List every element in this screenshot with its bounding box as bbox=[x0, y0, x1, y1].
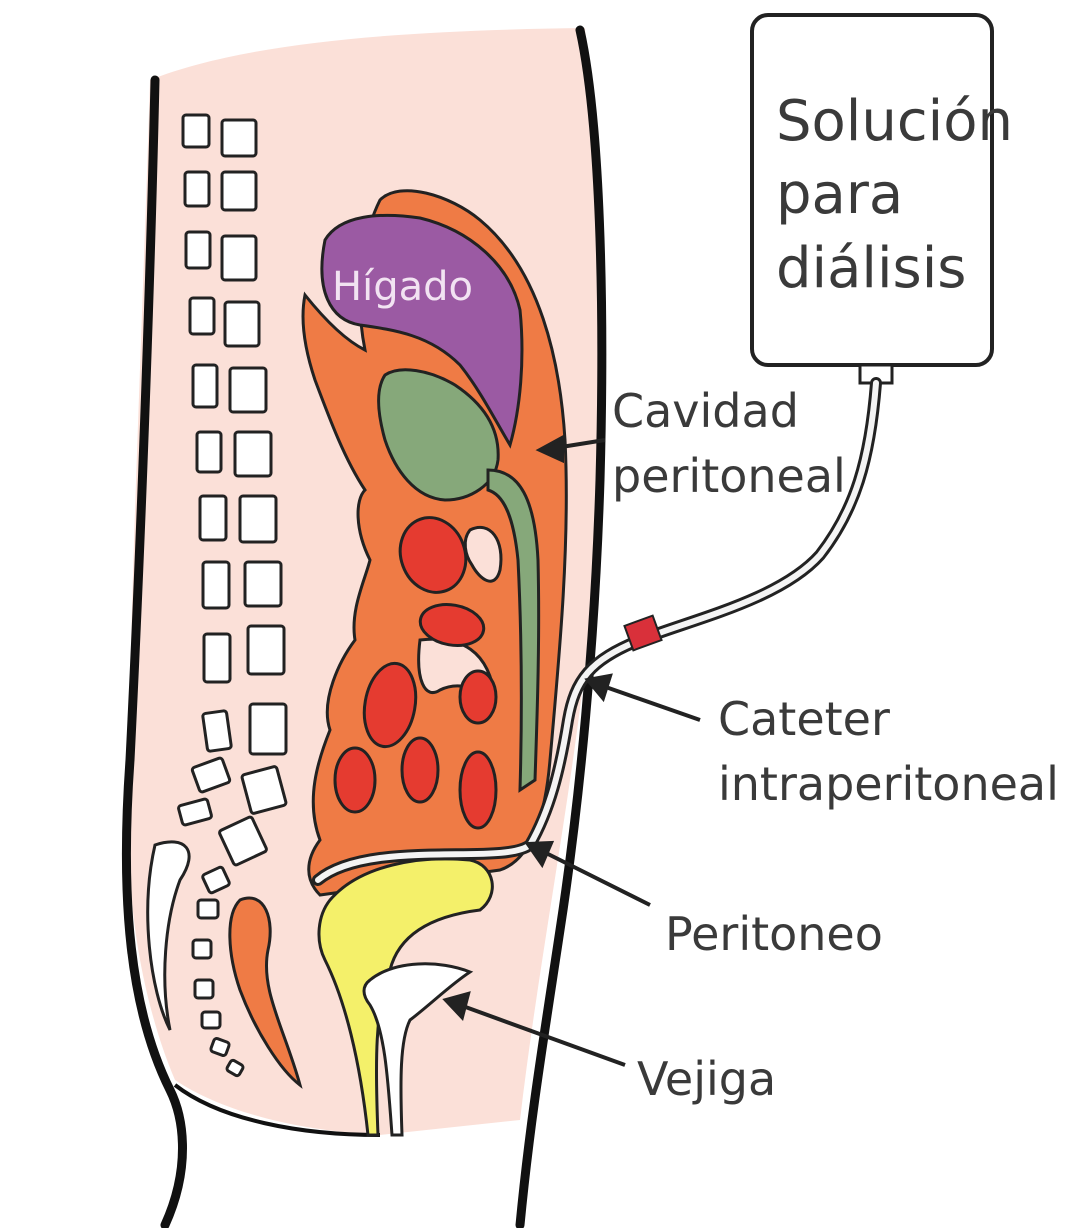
intestine-loop bbox=[460, 671, 496, 723]
vertebra bbox=[195, 980, 213, 998]
vertebra bbox=[202, 711, 231, 752]
cavity-label-line-2: peritoneal bbox=[612, 449, 846, 503]
peritoneum-arrow-line bbox=[540, 850, 650, 905]
vertebra bbox=[203, 562, 229, 608]
vertebra bbox=[198, 900, 218, 918]
liver-label: Hígado bbox=[332, 264, 473, 310]
peritoneum-label: Peritoneo bbox=[665, 907, 883, 961]
vertebra bbox=[222, 236, 256, 280]
vertebra bbox=[204, 634, 230, 682]
vertebra bbox=[186, 232, 210, 268]
cavity-label-line-1: Cavidad bbox=[612, 384, 799, 438]
vertebra bbox=[197, 432, 221, 472]
bladder-label: Vejiga bbox=[637, 1052, 776, 1106]
catheter-arrow-line bbox=[600, 685, 700, 720]
intestine-loop bbox=[402, 738, 438, 802]
vertebra bbox=[222, 172, 256, 210]
vertebra bbox=[185, 172, 209, 206]
vertebra bbox=[235, 432, 271, 476]
vertebra bbox=[200, 496, 226, 540]
vertebra bbox=[240, 496, 276, 542]
vertebra bbox=[250, 704, 286, 754]
vertebra bbox=[222, 120, 256, 156]
intestine-loop bbox=[335, 748, 375, 812]
vertebra bbox=[210, 1038, 230, 1057]
vertebra bbox=[193, 365, 217, 407]
intestine-loop bbox=[460, 752, 496, 828]
bag-label-line-3: diálisis bbox=[776, 236, 966, 301]
vertebra bbox=[183, 115, 209, 147]
vertebra bbox=[202, 1012, 220, 1028]
bag-label-line-1: Solución bbox=[776, 89, 1013, 154]
vertebra bbox=[225, 302, 259, 346]
vertebra bbox=[248, 626, 284, 674]
catheter-label-line-2: intraperitoneal bbox=[718, 757, 1059, 811]
vertebra bbox=[245, 562, 281, 606]
vertebra bbox=[193, 940, 211, 958]
vertebra bbox=[230, 368, 266, 412]
catheter-label-line-1: Cateter bbox=[718, 692, 890, 746]
vertebra bbox=[190, 298, 214, 334]
bag-label-line-2: para bbox=[776, 162, 903, 227]
